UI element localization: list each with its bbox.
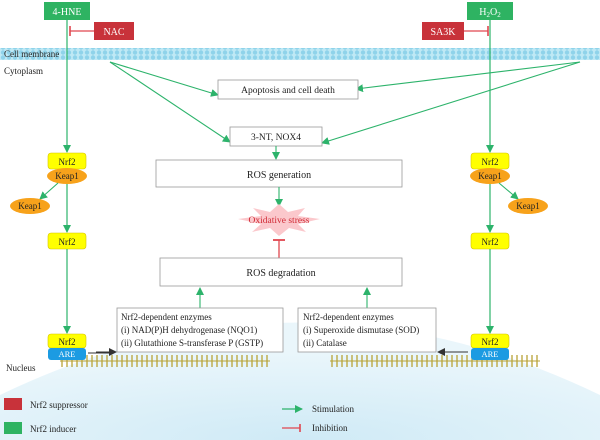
- inducer-4hne: 4-HNE: [44, 2, 90, 20]
- svg-text:Keap1: Keap1: [478, 171, 502, 181]
- svg-text:ROS generation: ROS generation: [247, 170, 311, 181]
- svg-text:Nrf2: Nrf2: [482, 157, 499, 167]
- arrow-h2o2-apoptosis: [355, 61, 581, 93]
- nrf2-are-right: Nrf2 ARE: [470, 333, 510, 360]
- oxidative-stress-burst: Oxidative stress: [238, 204, 320, 236]
- svg-text:Keap1: Keap1: [55, 171, 79, 181]
- arrow-keap1-release-left: [39, 182, 59, 200]
- svg-text:Nrf2-dependent enzymes: Nrf2-dependent enzymes: [121, 312, 212, 322]
- svg-text:Keap1: Keap1: [516, 201, 540, 211]
- nucleus-label: Nucleus: [6, 363, 36, 373]
- svg-text:(ii) Glutathione S-transferase: (ii) Glutathione S-transferase P (GSTP): [121, 338, 263, 348]
- nrf2-free-right: Nrf2: [470, 232, 510, 250]
- svg-text:Nrf2: Nrf2: [482, 337, 499, 347]
- svg-text:SA3K: SA3K: [430, 27, 456, 38]
- keap1-free-left: Keap1: [10, 198, 50, 214]
- svg-text:ARE: ARE: [59, 349, 76, 359]
- nrf2-free-left: Nrf2: [47, 232, 87, 250]
- legend-inducer-label: Nrf2 inducer: [30, 424, 76, 434]
- legend-inhibition-label: Inhibition: [312, 423, 348, 433]
- legend-suppressor-label: Nrf2 suppressor: [30, 400, 88, 410]
- svg-text:Nrf2: Nrf2: [59, 157, 76, 167]
- nrf2-keap1-complex-left: Nrf2 Keap1: [47, 152, 87, 184]
- svg-text:(ii) Catalase: (ii) Catalase: [303, 338, 347, 348]
- svg-text:H2O2: H2O2: [479, 7, 501, 19]
- svg-text:ROS degradation: ROS degradation: [246, 268, 315, 279]
- ros-generation-box: ROS generation: [155, 159, 403, 188]
- svg-text:Nrf2: Nrf2: [59, 337, 76, 347]
- keap1-free-right: Keap1: [508, 198, 548, 214]
- svg-text:Oxidative stress: Oxidative stress: [249, 216, 310, 226]
- svg-text:ARE: ARE: [482, 349, 499, 359]
- cytoplasm-label: Cytoplasm: [4, 66, 43, 76]
- svg-text:Nrf2: Nrf2: [59, 237, 76, 247]
- svg-text:(i) Superoxide dismutase (SOD): (i) Superoxide dismutase (SOD): [303, 325, 419, 335]
- arrow-4hne-apoptosis: [109, 61, 219, 97]
- svg-text:3-NT, NOX4: 3-NT, NOX4: [251, 133, 301, 143]
- svg-text:Nrf2: Nrf2: [482, 237, 499, 247]
- svg-text:Nrf2-dependent enzymes: Nrf2-dependent enzymes: [303, 312, 394, 322]
- nrf2-keap1-complex-right: Nrf2 Keap1: [470, 152, 510, 184]
- nrf2-are-left: Nrf2 ARE: [47, 333, 87, 360]
- legend-inducer-swatch: [4, 422, 22, 434]
- svg-text:Apoptosis and cell death: Apoptosis and cell death: [241, 86, 335, 96]
- legend-stimulation-label: Stimulation: [312, 404, 355, 414]
- nt-nox-box: 3-NT, NOX4: [229, 126, 323, 147]
- ros-degradation-box: ROS degradation: [159, 257, 403, 287]
- arrow-keap1-release-right: [498, 182, 519, 200]
- suppressor-sa3k: SA3K: [422, 22, 464, 40]
- svg-text:4-HNE: 4-HNE: [53, 7, 82, 18]
- svg-text:(i) NAD(P)H dehydrogenase (NQO: (i) NAD(P)H dehydrogenase (NQO1): [121, 325, 257, 335]
- arrow-4hne-3nt: [109, 61, 231, 143]
- legend-suppressor-swatch: [4, 398, 22, 410]
- apoptosis-box: Apoptosis and cell death: [217, 79, 359, 100]
- svg-text:Keap1: Keap1: [18, 201, 42, 211]
- arrow-h2o2-3nt: [321, 61, 581, 145]
- suppressor-nac: NAC: [94, 22, 134, 40]
- cell-membrane-band: [0, 48, 600, 60]
- legend: Nrf2 suppressor Nrf2 inducer Stimulation…: [4, 398, 355, 434]
- enzymes-left-box: Nrf2-dependent enzymes (i) NAD(P)H dehyd…: [116, 307, 284, 353]
- cell-membrane-label: Cell membrane: [4, 49, 59, 59]
- inducer-h2o2: H2O2: [467, 2, 513, 20]
- svg-text:NAC: NAC: [103, 27, 124, 38]
- enzymes-right-box: Nrf2-dependent enzymes (i) Superoxide di…: [297, 307, 437, 353]
